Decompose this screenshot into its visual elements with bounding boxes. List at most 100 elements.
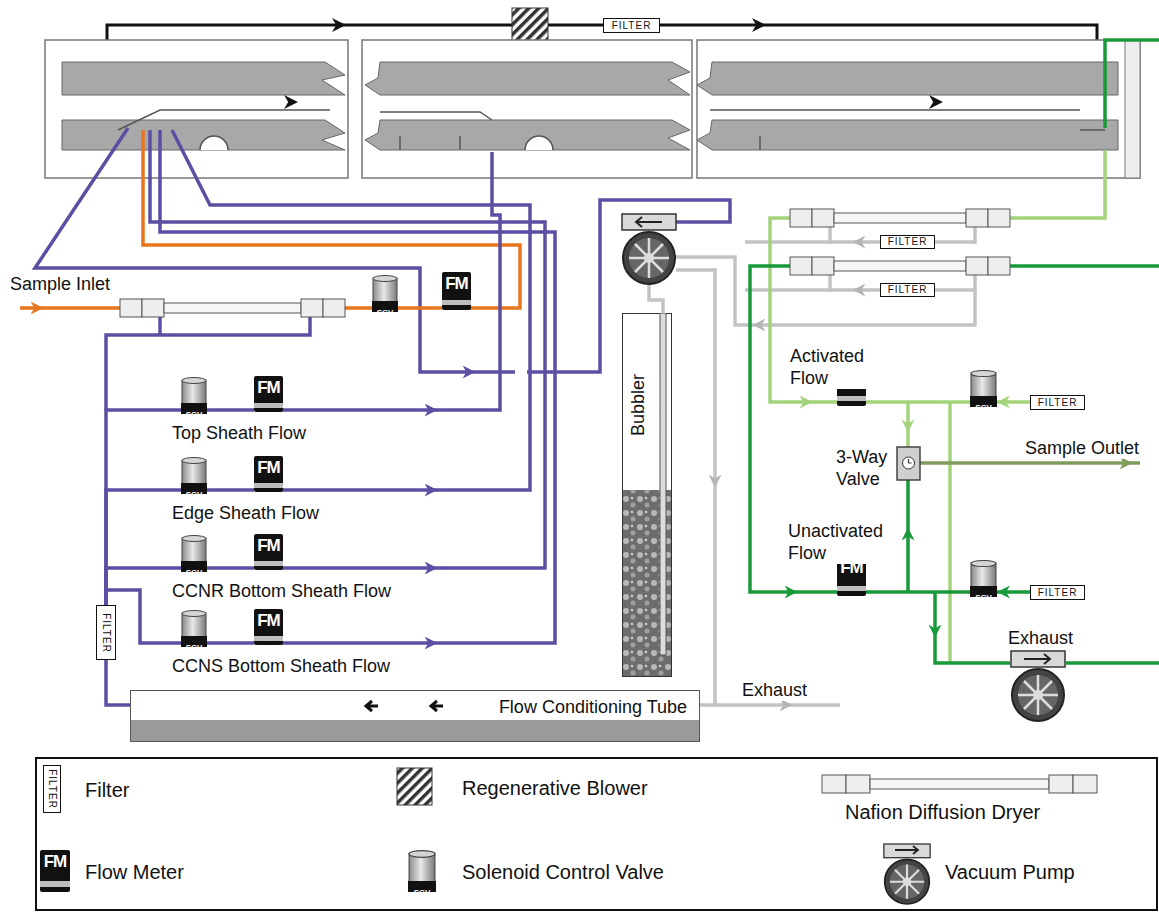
valve-base: SCV xyxy=(181,561,207,572)
purge-air-lines xyxy=(713,480,717,481)
symbol-code: SCV xyxy=(186,642,202,653)
valve-base: SCV xyxy=(181,636,207,647)
flow-meter: FM xyxy=(40,850,70,892)
top-recirculation-line xyxy=(107,25,1097,40)
flow-label: Exhaust xyxy=(742,679,807,701)
flow-label: Unactivated Flow xyxy=(788,520,892,564)
part-name: Flow Conditioning Tube xyxy=(499,696,687,718)
growth-chamber xyxy=(365,62,690,95)
flow-meter: FM xyxy=(254,456,283,492)
nafion-dryer xyxy=(834,261,966,271)
valve-base: SCV xyxy=(970,396,997,407)
bubbler-body xyxy=(622,313,672,677)
purge-air-lines xyxy=(649,283,663,313)
activated-flow-line xyxy=(805,400,806,404)
nafion-dryer xyxy=(834,213,966,223)
filter-box: FILTER xyxy=(880,235,935,249)
solenoid-valve: SCV xyxy=(372,275,398,312)
flow-arrow xyxy=(431,701,443,711)
bubbler-body xyxy=(623,314,672,677)
sheath-air-lines xyxy=(430,488,431,492)
growth-chamber xyxy=(697,62,1118,95)
legend-text: Solenoid Control Valve xyxy=(462,860,664,884)
sheath-air-lines xyxy=(282,152,500,410)
purge-air-lines xyxy=(859,240,860,244)
symbol-code: SCV xyxy=(975,592,991,603)
top-recirculation-line xyxy=(758,24,759,27)
top-recirculation-line xyxy=(107,25,1097,40)
growth-chamber xyxy=(45,40,1140,178)
sample-outlet-line xyxy=(1125,461,1126,465)
growth-chamber xyxy=(290,102,291,103)
vacuum-pump xyxy=(1024,654,1050,664)
flow-label: Sample Inlet xyxy=(10,273,110,295)
activated-flow-line xyxy=(906,425,910,426)
purge-air-lines xyxy=(785,703,786,707)
sheath-air-lines xyxy=(468,370,469,374)
growth-chamber xyxy=(45,40,348,178)
activated-flow-line xyxy=(770,150,1105,663)
flow-connector xyxy=(106,410,181,605)
nafion-dryer xyxy=(790,209,812,227)
valve-base: SCV xyxy=(181,403,207,414)
sample-outlet-line xyxy=(920,461,1140,465)
solenoid-valve: SCV xyxy=(408,850,436,892)
three-way-valve xyxy=(903,457,915,469)
symbol-code: SCV xyxy=(414,887,430,898)
solenoid-valve: SCV xyxy=(181,457,207,494)
symbol-code: FILTER xyxy=(888,236,928,248)
purge-air-lines xyxy=(859,288,860,292)
symbol-code: FM xyxy=(257,378,280,398)
flow-label: CCNR Bottom Sheath Flow xyxy=(172,580,391,602)
legend-text: Regenerative Blower xyxy=(462,776,648,800)
solenoid-valve: SCV xyxy=(970,560,997,597)
nafion-dryer xyxy=(812,257,834,275)
unactivated-flow-line xyxy=(906,534,910,535)
symbol-code: SCV xyxy=(186,409,202,420)
unactivated-flow-line xyxy=(933,630,937,631)
flow-meter: FM xyxy=(254,609,283,645)
growth-chamber xyxy=(62,62,345,95)
bubbler-column: Bubbler xyxy=(622,313,672,677)
flow-label: Top Sheath Flow xyxy=(172,422,306,444)
filter-box: FILTER xyxy=(96,605,116,660)
valve-body xyxy=(182,458,206,464)
flow-meter: FM xyxy=(254,376,283,412)
legend-text: Flow Meter xyxy=(85,860,184,884)
sample-line xyxy=(36,306,37,310)
legend-box xyxy=(36,758,1157,910)
symbol-code: FM xyxy=(257,458,280,478)
valve-body xyxy=(373,276,397,282)
unactivated-flow-line xyxy=(750,40,1159,663)
sheath-air-lines xyxy=(430,408,431,412)
symbol-code: FILTER xyxy=(888,284,928,296)
filter-box: FILTER xyxy=(880,283,935,297)
nafion-dryer xyxy=(790,257,812,275)
valve-base: SCV xyxy=(372,301,398,312)
solenoid-valve: SCV xyxy=(970,370,997,407)
symbol-code: FILTER xyxy=(1038,587,1078,599)
flow-label: Edge Sheath Flow xyxy=(172,502,319,524)
nafion-dryer xyxy=(323,299,345,317)
legend-dryer-icon xyxy=(846,775,870,793)
legend-pump-icon xyxy=(884,844,930,904)
vacuum-pump xyxy=(1011,651,1065,721)
conditioning-tube: Flow Conditioning Tube xyxy=(130,690,700,742)
symbol-code: FM xyxy=(257,536,280,556)
legend-dryer-icon xyxy=(822,775,1097,793)
top-recirculation-line xyxy=(338,24,339,27)
three-way-valve xyxy=(897,447,920,480)
flow-connector xyxy=(207,488,254,492)
legend-text: Vacuum Pump xyxy=(945,860,1075,884)
symbol-code: SCV xyxy=(186,489,202,500)
legend-text: Nafion Diffusion Dryer xyxy=(845,800,1040,824)
flow-connector xyxy=(398,306,442,310)
growth-chamber xyxy=(362,40,692,178)
filter-box: FILTER xyxy=(1030,585,1085,600)
filter-box: FILTER xyxy=(43,765,61,813)
legend-dryer-icon xyxy=(822,775,846,793)
flow-connector xyxy=(106,490,181,605)
filter-box: FILTER xyxy=(603,18,660,33)
